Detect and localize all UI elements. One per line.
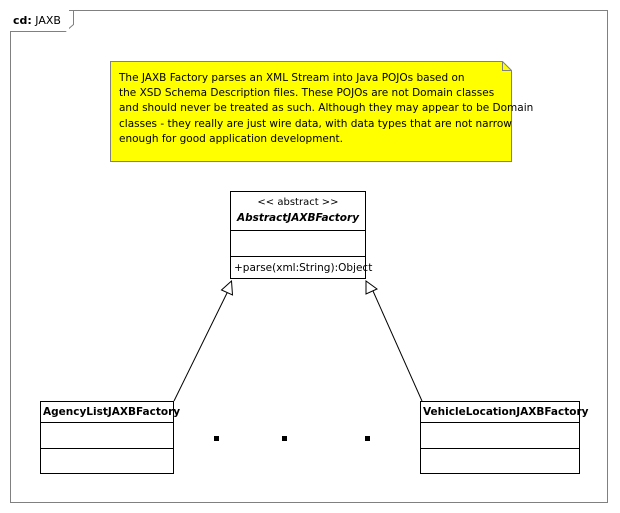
attributes-compartment (421, 423, 579, 449)
operations-compartment (421, 449, 579, 474)
ellipsis-dot (214, 436, 219, 441)
operation-parse: +parse(xml:String):Object (234, 262, 373, 274)
operations-compartment (41, 449, 173, 474)
agency-list-jaxb-factory-class[interactable]: AgencyListJAXBFactory (40, 401, 180, 474)
agency-generalization-arrowhead (220, 279, 234, 296)
note-shape (110, 61, 512, 162)
diagram-frame (10, 10, 608, 503)
frame-label: cd: JAXB (10, 10, 69, 31)
class-name: AgencyListJAXBFactory (41, 402, 180, 423)
ellipsis-dot (365, 436, 370, 441)
vehicle-generalization-line (372, 290, 423, 402)
class-name: VehicleLocationJAXBFactory (421, 402, 588, 423)
vehicle-generalization-arrowhead (365, 280, 378, 295)
abstract-jaxb-factory-class[interactable]: << abstract >> AbstractJAXBFactory +pars… (230, 191, 373, 279)
ellipsis-dot (282, 436, 287, 441)
class-name: AbstractJAXBFactory (236, 212, 360, 224)
class-header: << abstract >> AbstractJAXBFactory (231, 192, 365, 231)
frame-label-prefix: cd: (13, 14, 32, 27)
agency-generalization-line (173, 290, 229, 402)
frame-label-name: JAXB (35, 14, 61, 27)
note-text: The JAXB Factory parses an XML Stream in… (119, 72, 534, 145)
vehicle-location-jaxb-factory-class[interactable]: VehicleLocationJAXBFactory (420, 401, 588, 474)
attributes-compartment (41, 423, 173, 449)
class-stereotype: << abstract >> (257, 197, 339, 208)
attributes-compartment (231, 231, 365, 257)
